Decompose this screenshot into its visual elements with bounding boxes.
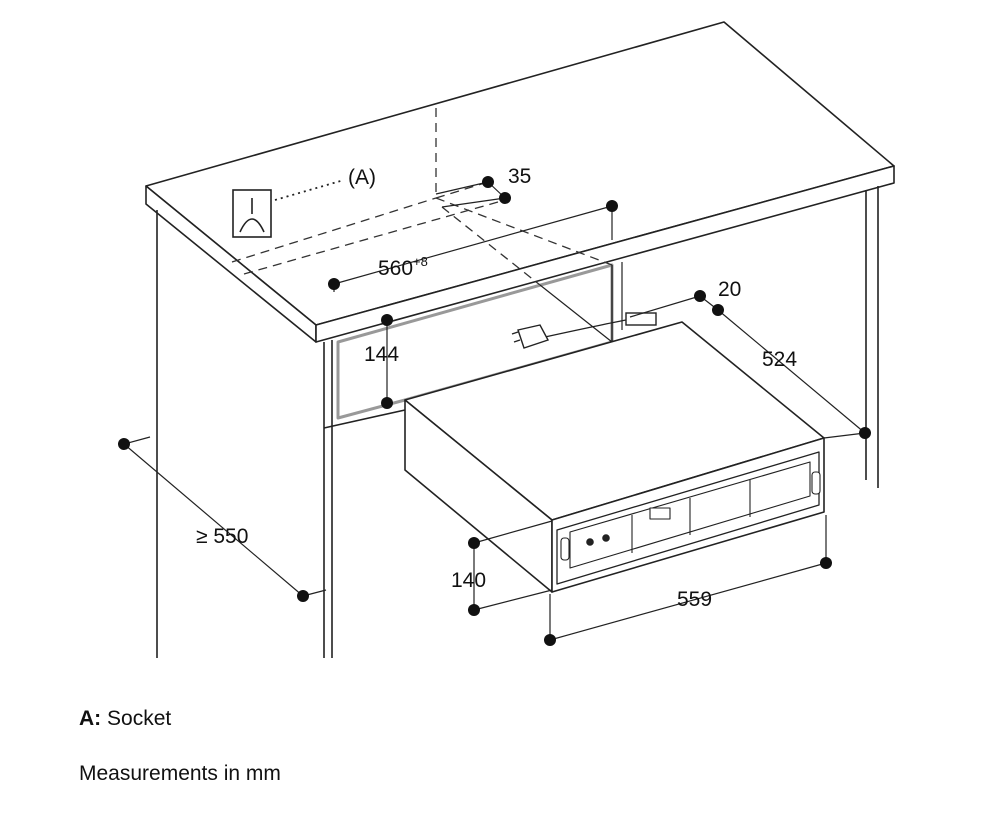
dimension-140: 140 xyxy=(451,569,486,592)
dimension-144: 144 xyxy=(364,343,399,366)
worktop-side-edge xyxy=(315,165,895,343)
dimension-559: 559 xyxy=(677,588,712,611)
dimension-560: 560+8 xyxy=(378,254,428,280)
legend-key: A: xyxy=(79,707,102,730)
socket-callout-label: (A) xyxy=(348,166,376,189)
dimension-20: 20 xyxy=(718,278,741,301)
socket-symbol xyxy=(232,189,272,238)
dimension-560-tolerance: +8 xyxy=(413,254,428,269)
dimension-550: ≥ 550 xyxy=(196,525,248,548)
dimension-points xyxy=(118,176,871,646)
dimension-524: 524 xyxy=(762,348,797,371)
appliance-connector xyxy=(625,312,657,326)
drawer-front-panel xyxy=(556,451,820,585)
drawer-control-strip xyxy=(569,461,811,569)
dimension-lines xyxy=(123,181,866,641)
legend-text: Socket xyxy=(107,707,172,730)
dimension-35: 35 xyxy=(508,165,531,188)
worktop-cutout-guides xyxy=(231,108,613,286)
warming-drawer xyxy=(404,321,825,593)
dimension-560-value: 560 xyxy=(378,257,413,280)
units-note: Measurements in mm xyxy=(79,762,281,785)
legend-socket: A: Socket xyxy=(79,708,171,729)
plug xyxy=(517,324,550,349)
